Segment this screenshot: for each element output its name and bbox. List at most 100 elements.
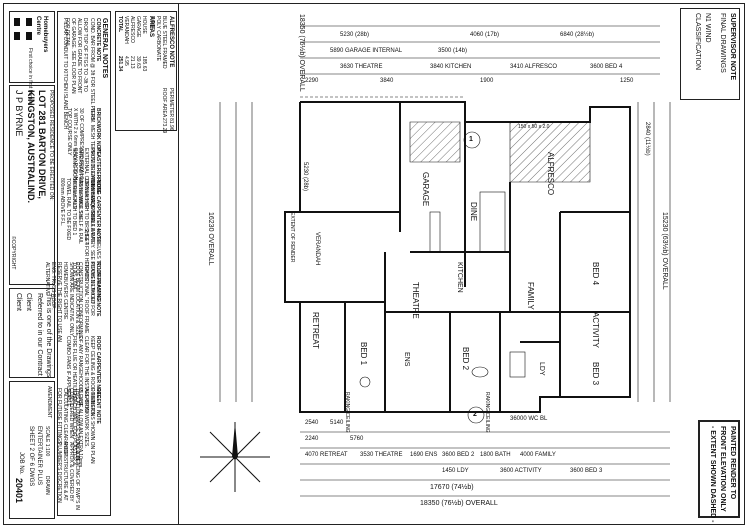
area-label-0: HOUSE (141, 16, 147, 34)
overall-right-dim: 15230 (63½b) OVERALL (661, 212, 668, 290)
area-value-1: 39.63 (135, 56, 141, 69)
sheet-label: SHEET 2 OF 6 DWGS (28, 426, 34, 487)
fixing-note-3: TOWEL RAIL TO BE FIXED 800mm ABOVE F.F.L… (59, 178, 71, 241)
concrete-note: COND. BAR FROM @ 3ft FOR STEEL PIERS (89, 18, 95, 121)
room-label-dine: DINE (469, 202, 478, 222)
render-line-1: PAINTED RENDER TO (729, 426, 736, 500)
room-label-ldy: LDY (538, 362, 545, 376)
sheet-info-panel: AMENDMENT ENTERTAINER PLUS SHEET 2 OF 6 … (9, 381, 55, 519)
dim-top-7: 3840 KITCHEN (430, 64, 472, 70)
recent-heading: RECENT NOTE (95, 388, 101, 424)
rwp-note: No. & PLACING OF RWP'S IN APPROX & COVER… (56, 442, 80, 510)
area-value-0: 185.63 (141, 56, 147, 72)
overall-left-dim: 16230 OVERALL (207, 212, 214, 266)
general-notes-heading: GENERAL NOTES (101, 18, 108, 79)
dim-top-4: 5890 GARAGE INTERNAL (330, 48, 403, 54)
basin-fixture (471, 366, 489, 378)
section-marker-2 (467, 406, 485, 424)
supervisor-line-4: CLASSIFICATION (694, 13, 701, 71)
dim-top-2: 4060 (17b) (470, 32, 500, 38)
dim-top-5: 3500 (14b) (438, 48, 468, 54)
dim-bottom-12: 2540 (305, 420, 319, 426)
room-label-bed4: BED 4 (591, 262, 600, 286)
overall-bottom-dim-2: 17670 (74½b) (430, 484, 474, 491)
kitchen-bench (479, 191, 506, 253)
kitchen-island (429, 211, 441, 253)
dim-bottom-13: 5140 (330, 420, 344, 426)
supervisor-line-1: SUPERVISOR NOTE (729, 13, 736, 81)
room-label-bed3: BED 3 (591, 362, 600, 386)
section-marker-1 (463, 131, 481, 149)
dim-top-1: 5230 (28b) (302, 162, 308, 192)
render-line-3: - EXTENT SHOWN DASHED - (709, 426, 716, 523)
contract-line-1: This is one of the Drawings (45, 293, 52, 378)
extent-render-label: EXTENT OF RENDER (289, 212, 295, 263)
render-note: PAINTED RENDER TO FRONT ELEVATION ONLY -… (698, 420, 740, 522)
contract-panel: This is one of the Drawings Referred to … (9, 288, 55, 378)
logo-mark-icon (14, 18, 32, 40)
vbc-dim: 36000 WC BL (510, 416, 548, 422)
alfresco-beam-label: 150 x 50 x 2.0 (518, 124, 550, 130)
room-label-family: FAMILY (526, 282, 535, 310)
marker-2-label: 2 (473, 411, 477, 418)
alfresco-note-heading: ALFRESCO NOTE (168, 16, 174, 68)
room-label-theatre: THEATRE (411, 282, 420, 319)
suburb: KINGSTON, AUSTRALIND. (26, 90, 36, 204)
dim-right-1: 2840 (11½b) (644, 122, 650, 156)
job-number: 20401 (14, 478, 24, 504)
room-label-bed1: BED 1 (359, 342, 368, 366)
client-label: Client (25, 293, 32, 311)
general-notes-panel: GENERAL NOTES CONCRETE NOTE COND. BAR FR… (44, 11, 111, 516)
overall-top-dim: 18350 (76½b) OVERALL (298, 14, 305, 92)
marker-1-label: 1 (469, 136, 473, 143)
room-label-ens: ENS (403, 352, 410, 367)
dim-bottom-6: 3600 BED 2 (442, 452, 475, 458)
room-label-garage: GARAGE (421, 172, 430, 207)
dim-top-1-h: 5230 (28b) (340, 32, 370, 38)
area-label-3: VERANDAH (123, 16, 129, 44)
sheet-border (3, 3, 745, 525)
title-block: Homebuyers Centre First choice in first … (3, 3, 179, 525)
company-logo: Homebuyers Centre First choice in first … (9, 11, 55, 105)
amendment-label: AMENDMENT (46, 386, 52, 419)
dim-bottom-7: 1800 BATH (480, 452, 511, 458)
room-label-retreat: RETREAT (311, 312, 320, 349)
dim-bottom-11: 3600 BED 3 (570, 468, 603, 474)
dim-bottom-4: 3530 THEATRE (360, 452, 403, 458)
contract-line-2: Referred to in our Contract (36, 293, 43, 376)
garage-door-hatch (409, 121, 461, 163)
dim-top-11: 3840 (380, 78, 394, 84)
dim-top-10: 2290 (305, 78, 319, 84)
areas-heading: AREAS (148, 16, 154, 38)
dim-top-6: 3630 THEATRE (340, 64, 383, 70)
proposed-label: PROPOSED RESIDENCE TO BE ERECTED ON: (48, 90, 54, 201)
concrete-heading: CONCRETE NOTE (95, 18, 101, 62)
area-label-2: ALFRESCO (129, 16, 135, 43)
room-label-alfresco: ALFRESCO (546, 152, 555, 196)
raking-ceiling-label-2: RAKING CEILING (484, 392, 490, 433)
dim-bottom-10: 3600 ACTIVITY (500, 468, 542, 474)
company-name-1: Homebuyers (42, 16, 48, 53)
drawn-label: DRAWN (44, 476, 50, 495)
area-label-1: GARAGE (135, 16, 141, 38)
ens-fixture (359, 376, 371, 388)
client-name: J P BYRNE (14, 90, 24, 137)
copyright: ©COPYRIGHT (10, 236, 16, 270)
room-label-activity: ACTIVITY (591, 312, 600, 349)
alfresco-hatch (509, 121, 591, 183)
areas-panel: ALFRESCO NOTE BLUE STEEL FRAMED POLY CAR… (115, 11, 177, 133)
roof-heading: ROOF FRAMING NOTE (95, 262, 101, 317)
raking-ceiling-label: RAKING CEILING (344, 392, 350, 433)
dim-bottom-9: 1450 LDY (442, 468, 469, 474)
area-label-4: TOTAL (117, 16, 123, 33)
company-name-2: Centre (35, 16, 41, 36)
client-label-2: Client (15, 293, 22, 311)
fixing-note-2: 450mm WIDE SHELF & RAIL 1800mm HIGH TO B… (71, 178, 83, 244)
dim-bottom-5: 1690 ENS (410, 452, 438, 458)
area-value-2: 21.13 (129, 56, 135, 69)
area-value-3: 4.95 (123, 56, 129, 66)
area-value-5: 81.96 (168, 118, 174, 131)
entertainer-label: ENTERTAINER PLUS (36, 426, 42, 486)
dim-bottom-1: 2240 (305, 436, 319, 442)
